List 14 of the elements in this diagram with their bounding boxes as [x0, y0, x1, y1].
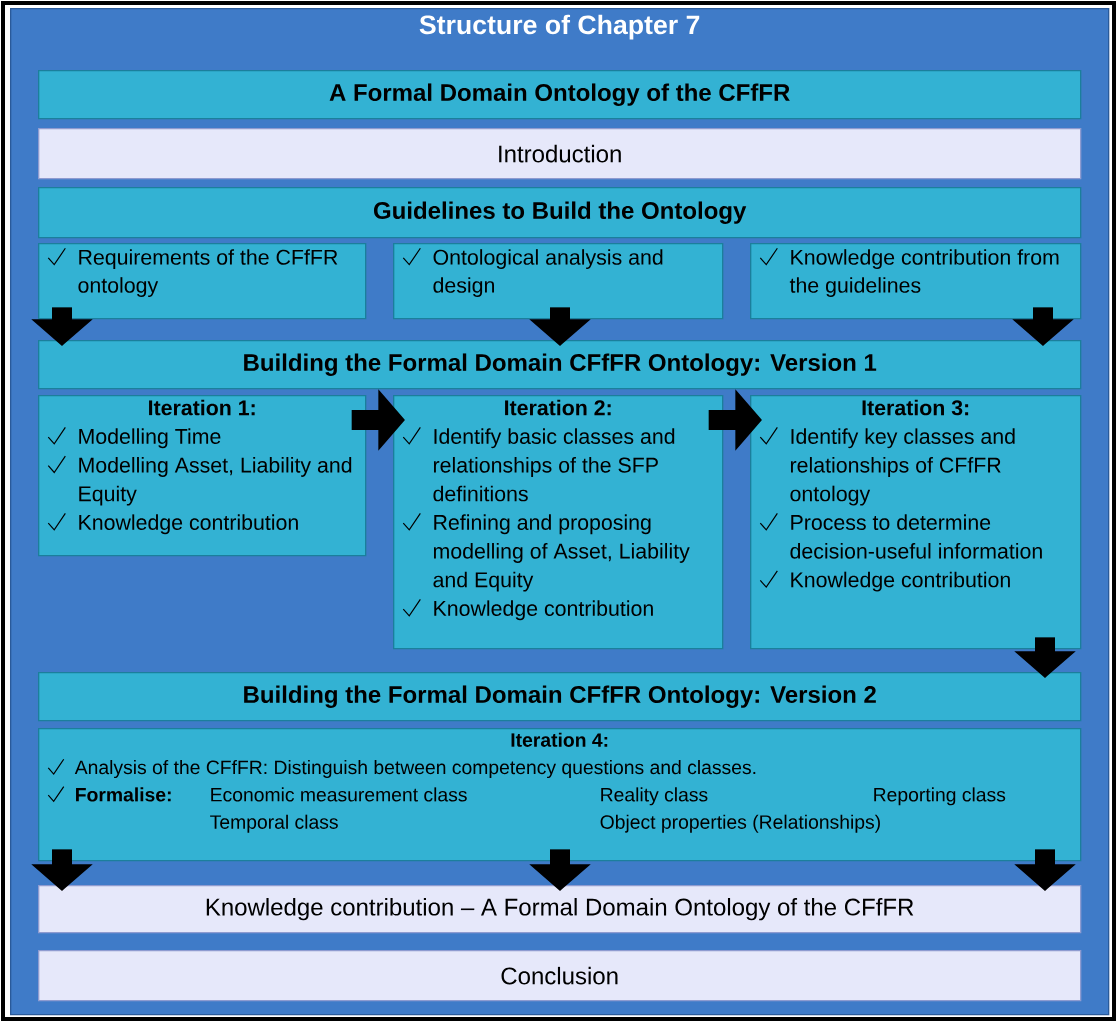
heading-bar: Building the Formal Domain CFfFR Ontology: Version 1 [38, 340, 1082, 390]
guideline-box: Ontological analysis and design [393, 243, 724, 320]
section-bar: Conclusion [38, 950, 1082, 1002]
iteration-box: Iteration 3: Identify key classes and relationships of CFfFR ontology Process to determine decision-useful information Knowledge contribution [750, 395, 1082, 650]
heading-bar: Building the Formal Domain CFfFR Ontology: Version 2 [38, 672, 1082, 722]
heading-bar: A Formal Domain Ontology of the CFfFR [38, 70, 1082, 120]
iteration-box: Iteration 1: Modelling Time Modelling Asset, Liability and Equity Knowledge contribution [38, 395, 367, 557]
guideline-box: Requirements of the CFfFR ontology [38, 243, 367, 320]
iteration-box: Iteration 2: Identify basic classes and relationships of the SFP definitions Refining and proposing modelling of Asset, Liability and Equity Knowledge contribution [393, 395, 724, 650]
guideline-box: Knowledge contribution from the guidelines [750, 243, 1082, 320]
iteration-box: Iteration 4: Analysis of the CFfFR: Distinguish between competency questions and classes. Formalise: Economic measurement class Reality class Reporting class Temporal class Object properties (Relationships) [38, 728, 1082, 862]
heading-bar: Guidelines to Build the Ontology [38, 187, 1082, 239]
section-bar: Introduction [38, 128, 1082, 180]
section-bar: Knowledge contribution – A Formal Domain Ontology of the CFfFR [38, 885, 1082, 934]
